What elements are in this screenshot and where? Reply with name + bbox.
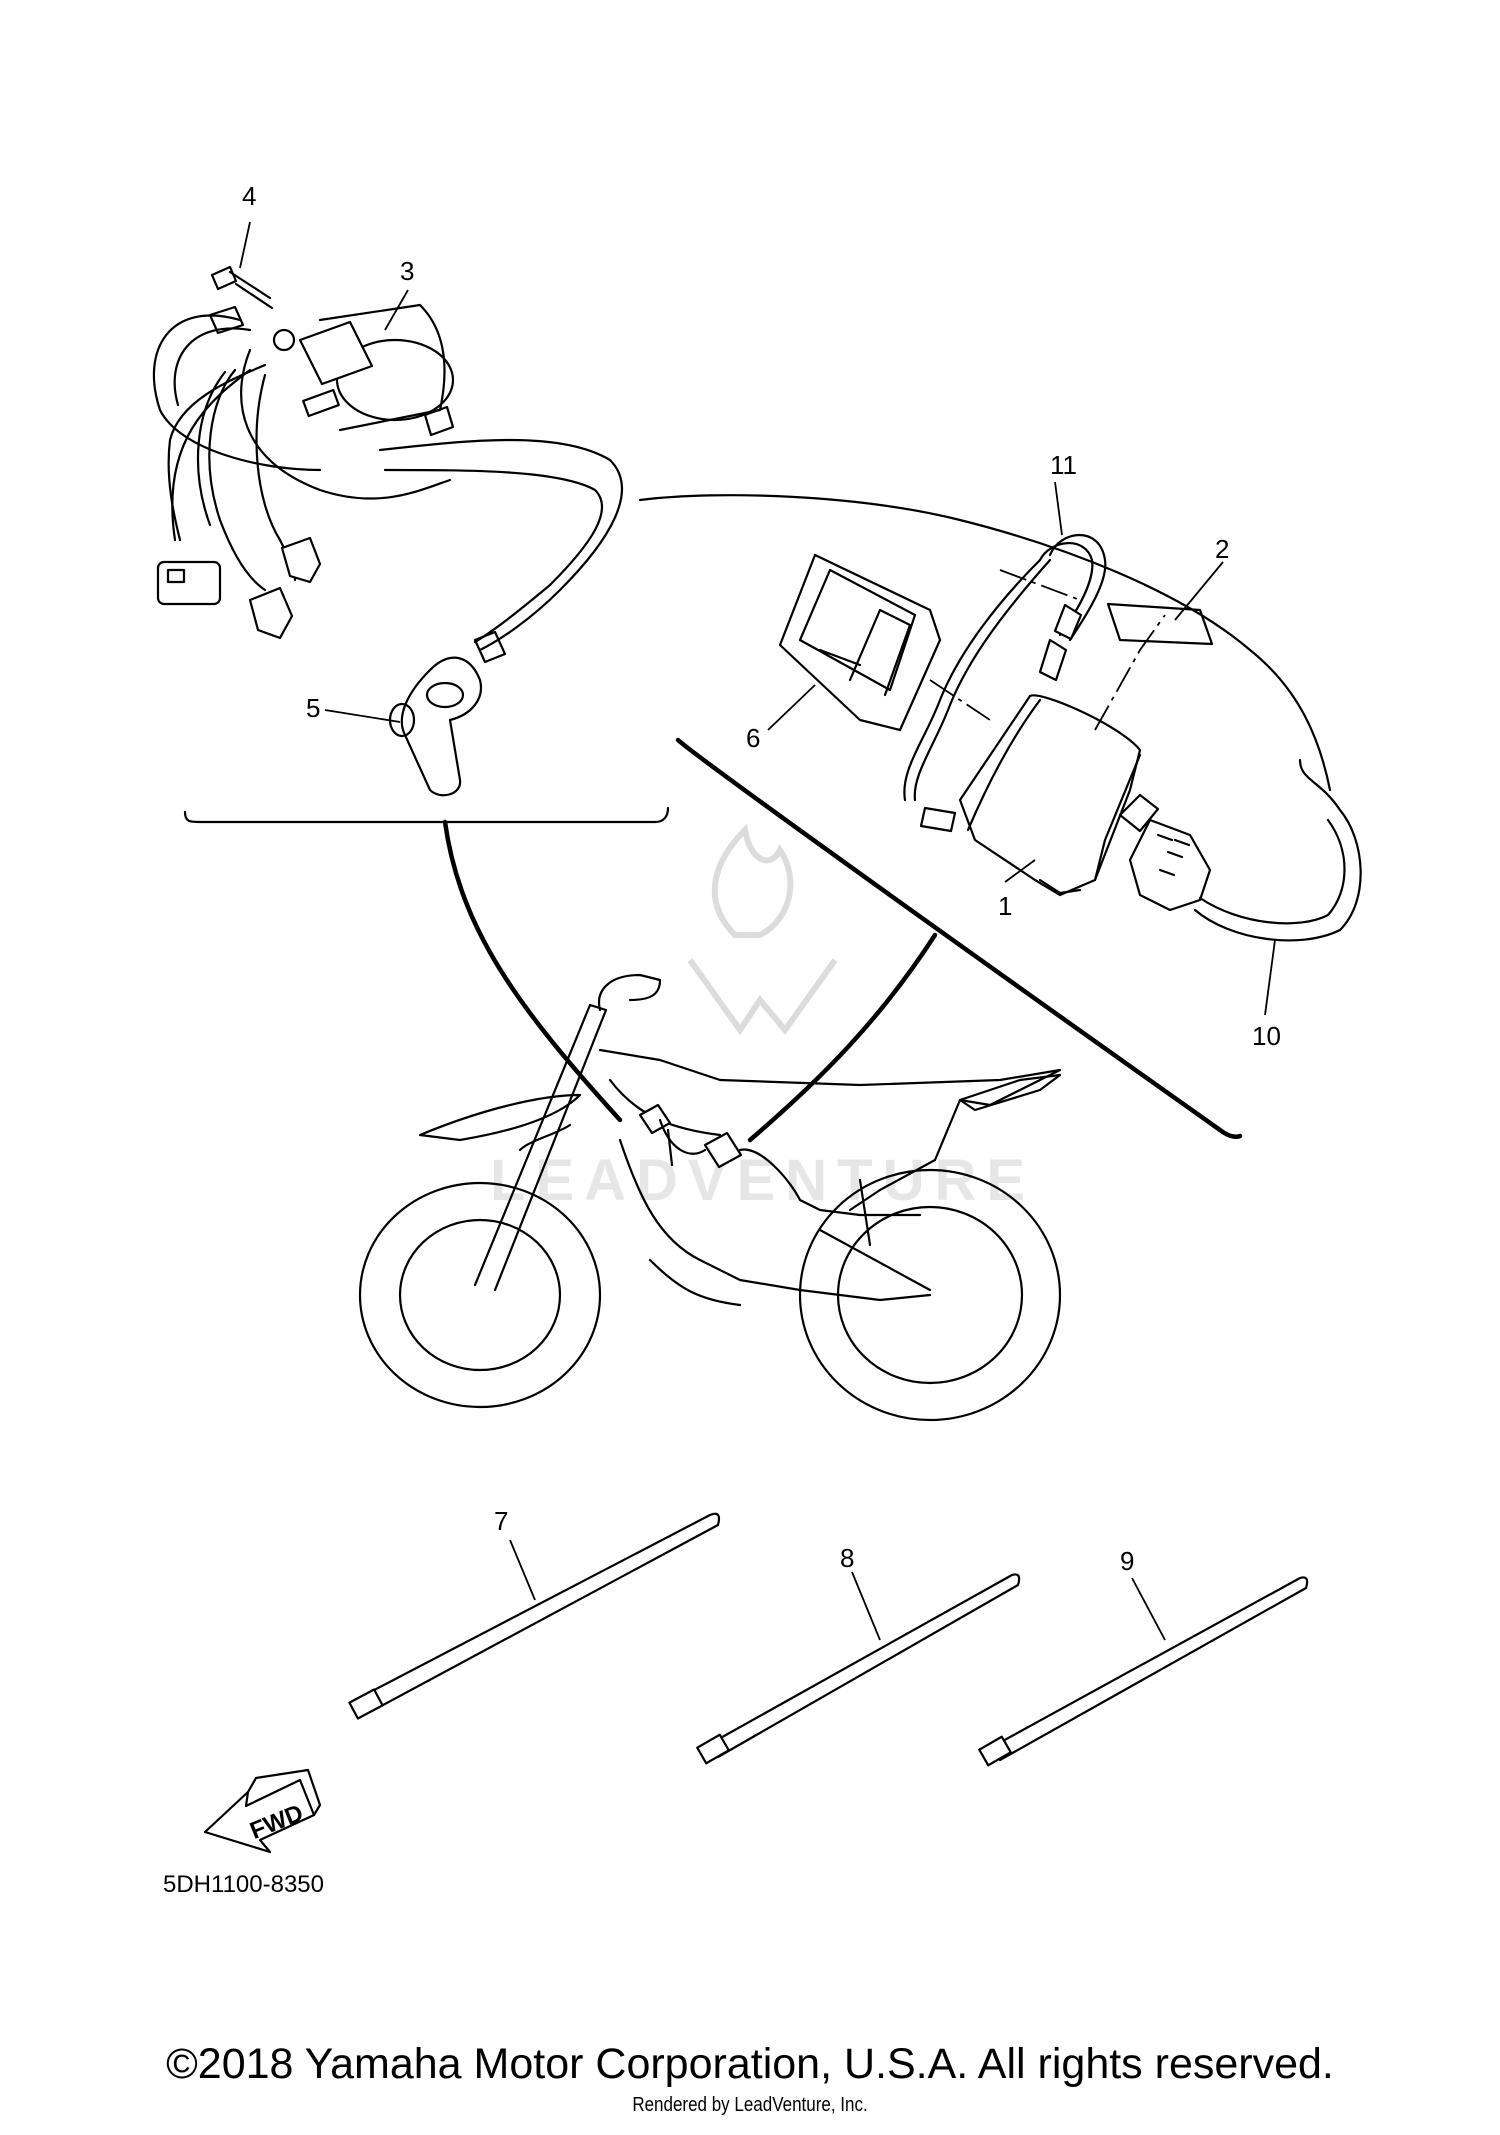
callout-2: 2: [1215, 534, 1229, 564]
leader-2: [1174, 561, 1224, 621]
callout-4: 4: [242, 181, 256, 211]
leader-5: [324, 709, 401, 723]
diagram-code: 5DH1100-8350: [163, 1871, 324, 1898]
leader-6: [767, 684, 816, 731]
watermark-text: LEADVENTURE: [490, 1148, 1035, 1213]
callout-8: 8: [840, 1543, 854, 1573]
copyright-notice: ©2018 Yamaha Motor Corporation, U.S.A. A…: [166, 2040, 1334, 2088]
callout-6: 6: [746, 723, 760, 753]
callout-3: 3: [400, 256, 414, 286]
detail-bracket-left: [183, 806, 670, 824]
leader-7: [509, 1539, 536, 1601]
cable-band-9: [978, 1576, 1309, 1767]
detail-pointer-right: [747, 932, 938, 1143]
leader-3: [384, 289, 409, 331]
leader-11: [1054, 481, 1063, 536]
cable-band-7: [348, 1512, 721, 1720]
cdi-unit-assembly: [638, 494, 1362, 942]
leader-10: [1264, 939, 1276, 1016]
callout-1: 1: [998, 891, 1012, 921]
leader-9: [1131, 1577, 1166, 1641]
detail-pointer-left: [442, 819, 623, 1123]
leader-1: [1004, 859, 1036, 883]
callout-9: 9: [1120, 1546, 1134, 1576]
cable-band-8: [696, 1573, 1021, 1765]
callout-5: 5: [306, 693, 320, 723]
callout-7: 7: [494, 1506, 508, 1536]
leader-8: [851, 1571, 881, 1641]
ignition-coil-assembly: [152, 265, 624, 797]
callout-10: 10: [1252, 1021, 1281, 1051]
detail-bracket-right: [675, 737, 1243, 1139]
rendered-by-notice: Rendered by LeadVenture, Inc.: [632, 2094, 868, 2116]
callout-11: 11: [1050, 450, 1077, 480]
motorcycle-outline: [358, 973, 1062, 1422]
leader-4: [239, 221, 251, 269]
fwd-arrow-icon: FWD: [203, 1768, 322, 1854]
